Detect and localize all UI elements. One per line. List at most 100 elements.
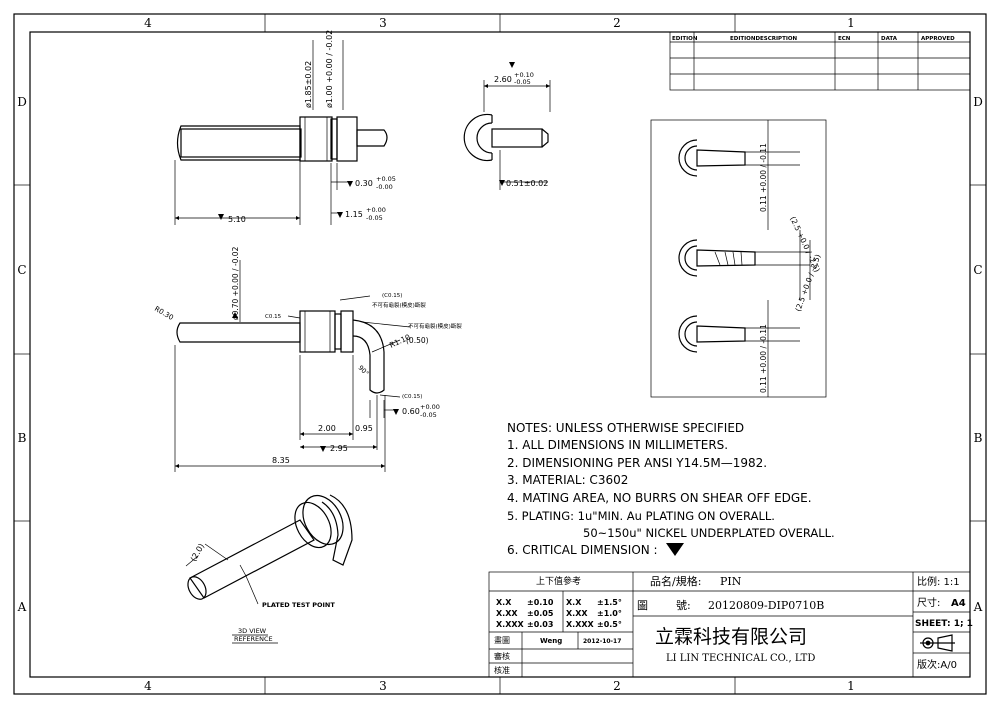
zone-col-1-top: 1 <box>847 16 855 30</box>
note-5a: 5. PLATING: 1u"MIN. Au PLATING ON OVERAL… <box>507 509 775 523</box>
zone-col-3-top: 3 <box>379 16 387 30</box>
zone-col-4-top: 4 <box>144 16 152 30</box>
dim-060: 0.60 <box>402 407 420 416</box>
zone-markers <box>14 14 986 694</box>
detail-dim-25-b: (2.5 +0.0 / -2.5) <box>793 253 822 313</box>
dim-060-tol-plus: +0.00 <box>420 403 440 411</box>
name-value: PIN <box>720 575 742 588</box>
company-name-en: LI LIN TECHNICAL CO., LTD <box>666 653 815 664</box>
dim-115: 1.15 <box>345 210 363 219</box>
size-value: A4 <box>951 598 966 609</box>
tol-row-1-v1: ±0.10 <box>527 598 554 607</box>
dim-050: (0.50) <box>406 336 429 345</box>
critical-mark-115 <box>337 212 343 218</box>
side-view-pin <box>176 310 385 394</box>
drawing-number-value: 20120809-DIP0710B <box>708 599 824 612</box>
drawing-number-label: 圖 號: <box>637 599 691 612</box>
detail-box <box>650 119 827 398</box>
detail-dim-011-top: 0.11 +0.00 / -0.11 <box>759 143 768 212</box>
note-no-crack-2: 不可有龜裂(模皮)斷裂 <box>408 322 462 330</box>
dim-dia-070: ø0.70 +0.00 / -0.02 <box>231 246 240 320</box>
dim-3d-20: (2.0) <box>189 542 206 563</box>
critical-mark-295 <box>320 446 326 452</box>
dim-510: 5.10 <box>228 215 246 224</box>
tol-row-1-k1: X.X <box>496 598 512 607</box>
drawn-label: 畫圖 <box>494 635 510 645</box>
zone-row-C-left: C <box>17 263 26 277</box>
note-2: 2. DIMENSIONING PER ANSI Y14.5M—1982. <box>507 456 767 470</box>
revision-table: EDITION EDITIONDESCRIPTION ECN DATA APPR… <box>669 31 971 91</box>
tol-row-3-k1: X.XXX <box>496 620 525 629</box>
sheet-label: SHEET: 1; 1 <box>915 619 973 629</box>
view-3d-caption: 3D VIEW <box>238 627 267 635</box>
title-block <box>488 571 971 678</box>
dim-c015-a: C0.15 <box>265 314 282 320</box>
dim-260-tol-minus: -0.05 <box>514 78 531 86</box>
dim-c015-b: (C0.15) <box>382 293 402 299</box>
tol-row-2-k2: X.XX <box>566 609 588 618</box>
detail-pin-top <box>678 139 800 177</box>
rev-header-approved: APPROVED <box>921 36 955 42</box>
dim-angle-90: 90° <box>357 364 371 378</box>
tol-row-2-v1: ±0.05 <box>527 609 554 618</box>
critical-mark-510 <box>218 214 224 220</box>
critical-mark-030 <box>347 181 353 187</box>
critical-mark-060 <box>393 409 399 415</box>
outer-frame <box>13 13 987 695</box>
note-3: 3. MATERIAL: C3602 <box>507 473 628 487</box>
zone-row-B-left: B <box>18 431 27 445</box>
tol-row-3-v2: ±0.5° <box>597 620 622 629</box>
tol-row-2-v2: ±1.0° <box>597 609 622 618</box>
dim-dia-185: ø1.85±0.02 <box>304 61 313 108</box>
rev-header-ecn: ECN <box>838 36 851 42</box>
dim-095: 0.95 <box>355 424 373 433</box>
notes-title: NOTES: UNLESS OTHERWISE SPECIFIED <box>507 421 744 435</box>
tol-row-1-v2: ±1.5° <box>597 598 622 607</box>
zone-row-D-right: D <box>973 95 983 109</box>
name-label: 品名/規格: <box>650 574 701 588</box>
tol-row-2-k1: X.XX <box>496 609 518 618</box>
check-label: 審核 <box>494 651 510 661</box>
zone-row-C-right: C <box>973 263 982 277</box>
zone-col-4-bottom: 4 <box>144 679 152 693</box>
note-4: 4. MATING AREA, NO BURRS ON SHEAR OFF ED… <box>507 491 812 505</box>
dim-r030: R0.30 <box>153 305 175 322</box>
top-view-dims <box>174 40 350 225</box>
view-3d-pin <box>187 494 353 600</box>
version-label: 版次:A/0 <box>917 658 957 671</box>
size-label: 尺寸: <box>917 596 940 609</box>
view-3d-reference: REFERENCE <box>234 635 273 643</box>
rev-header-description: EDITIONDESCRIPTION <box>730 36 798 42</box>
critical-mark-260 <box>509 62 515 68</box>
tol-row-3-k2: X.XXX <box>566 620 595 629</box>
end-view <box>463 113 549 162</box>
tol-row-3-v1: ±0.03 <box>527 620 553 629</box>
zone-row-A-right: A <box>973 600 983 614</box>
detail-dim-011-bottom: 0.11 +0.00 / -0.11 <box>759 324 768 393</box>
dim-051: 0.51±0.02 <box>506 179 548 188</box>
top-view-pin <box>176 116 388 162</box>
dim-200: 2.00 <box>318 424 336 433</box>
critical-dimension-symbol <box>666 543 684 556</box>
projection-symbol-icon <box>920 634 955 652</box>
note-5b: 50~150u" NICKEL UNDERPLATED OVERALL. <box>583 526 835 540</box>
dim-260-tol-plus: +0.10 <box>514 71 534 79</box>
zone-col-1-bottom: 1 <box>847 679 855 693</box>
dim-c015-c: (C0.15) <box>402 394 422 400</box>
note-1: 1. ALL DIMENSIONS IN MILLIMETERS. <box>507 438 728 452</box>
dim-260: 2.60 <box>494 75 512 84</box>
rev-header-edition: EDITION <box>672 36 698 42</box>
dim-030-tol-plus: +0.05 <box>376 175 396 183</box>
critical-mark-070 <box>232 312 238 318</box>
drawn-by: Weng <box>540 637 562 645</box>
rev-header-data: DATA <box>881 36 898 42</box>
tolerance-header: 上下值參考 <box>536 575 581 587</box>
note-no-crack-1: 不可有龜裂(模皮)斷裂 <box>372 301 426 309</box>
company-name-cn: 立霖科技有限公司 <box>655 626 807 648</box>
drawn-date: 2012-10-17 <box>583 638 621 645</box>
scale-label: 比例: 1:1 <box>917 575 960 588</box>
critical-mark-051 <box>499 180 505 186</box>
dim-115-tol-minus: -0.05 <box>366 214 383 222</box>
zone-col-2-bottom: 2 <box>613 679 621 693</box>
